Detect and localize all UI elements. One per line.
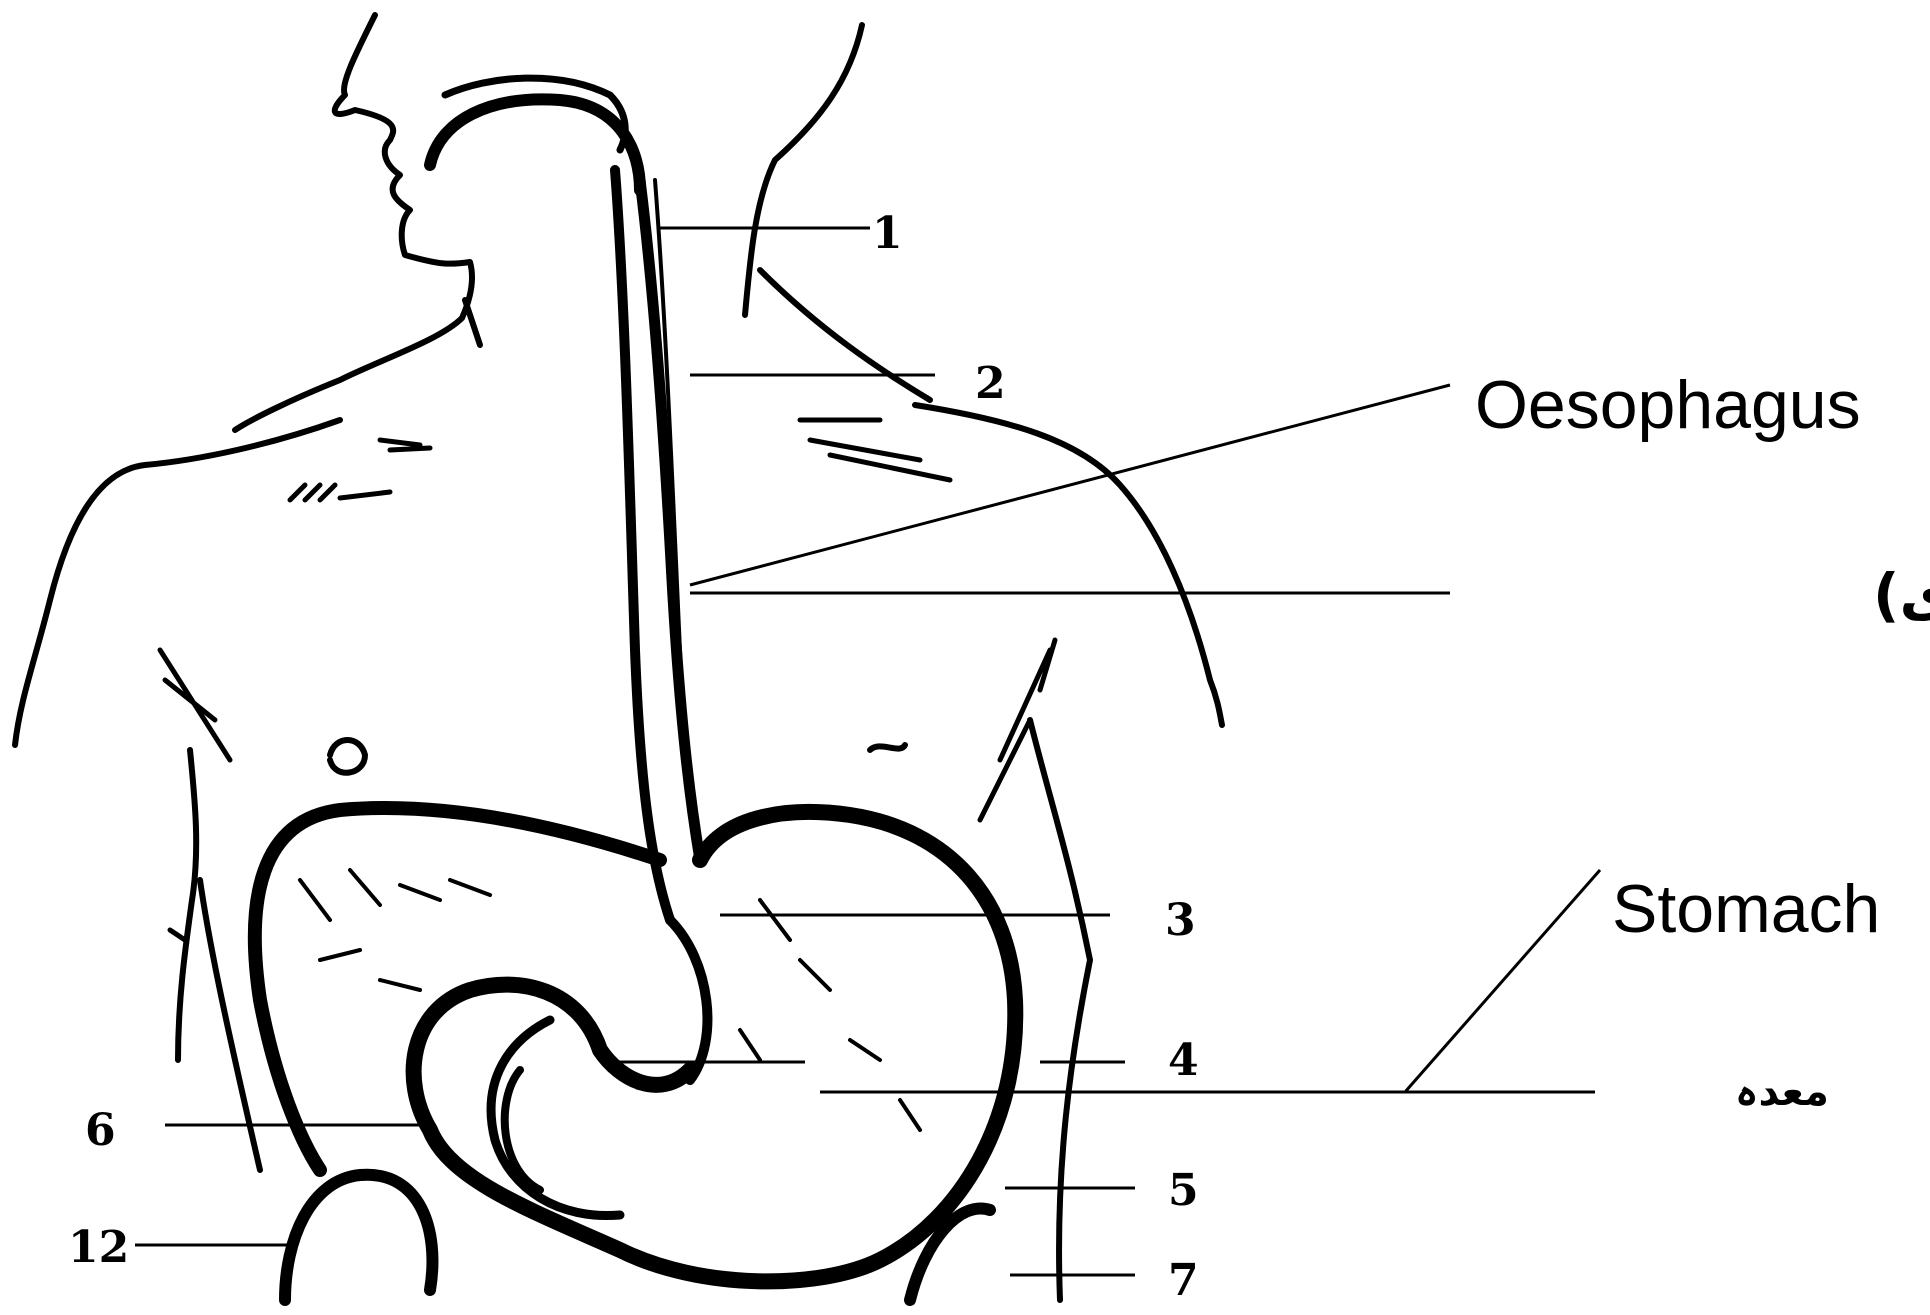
left-nipple [330, 740, 365, 773]
number-label-6: 6 [85, 1105, 116, 1156]
number-label-1: 1 [872, 208, 903, 259]
stomach-structure [255, 808, 1015, 1281]
lower-organs [285, 1175, 990, 1300]
oesophagus-wall-right [640, 180, 700, 860]
right-neck-lower [760, 270, 930, 400]
stomach-right [414, 812, 1016, 1281]
left-torso [178, 750, 196, 1060]
left-shoulder [15, 420, 340, 745]
right-nipple [870, 745, 905, 750]
number-label-4: 4 [1168, 1035, 1199, 1086]
right-shoulder [915, 405, 1222, 725]
number-label-2: 2 [975, 358, 1006, 409]
oesophagus-structure [430, 78, 700, 920]
lower-organ-left [285, 1175, 432, 1300]
stomach-label-en: Stomach [1612, 871, 1880, 947]
number-label-5: 5 [1168, 1165, 1199, 1216]
oesophagus-inner [655, 180, 685, 760]
jaw-line [465, 300, 480, 345]
right-flank [1030, 720, 1090, 1300]
number-label-7: 7 [1168, 1255, 1199, 1306]
pyloric-curve [670, 920, 707, 1080]
pharynx-arch [430, 99, 640, 190]
oesophagus-label-ur: غذا کی نالی (مری) [1873, 561, 1930, 630]
number-label-12: 12 [68, 1222, 129, 1273]
stomach-label-ur: معدہ [1735, 1069, 1829, 1115]
oesophagus-label-en: Oesophagus [1475, 367, 1861, 443]
face-profile [235, 15, 472, 430]
leader-stomach-en [1405, 870, 1600, 1092]
hatching [160, 420, 1055, 940]
leader-oesophagus-en [690, 385, 1450, 585]
number-label-3: 3 [1165, 895, 1196, 946]
